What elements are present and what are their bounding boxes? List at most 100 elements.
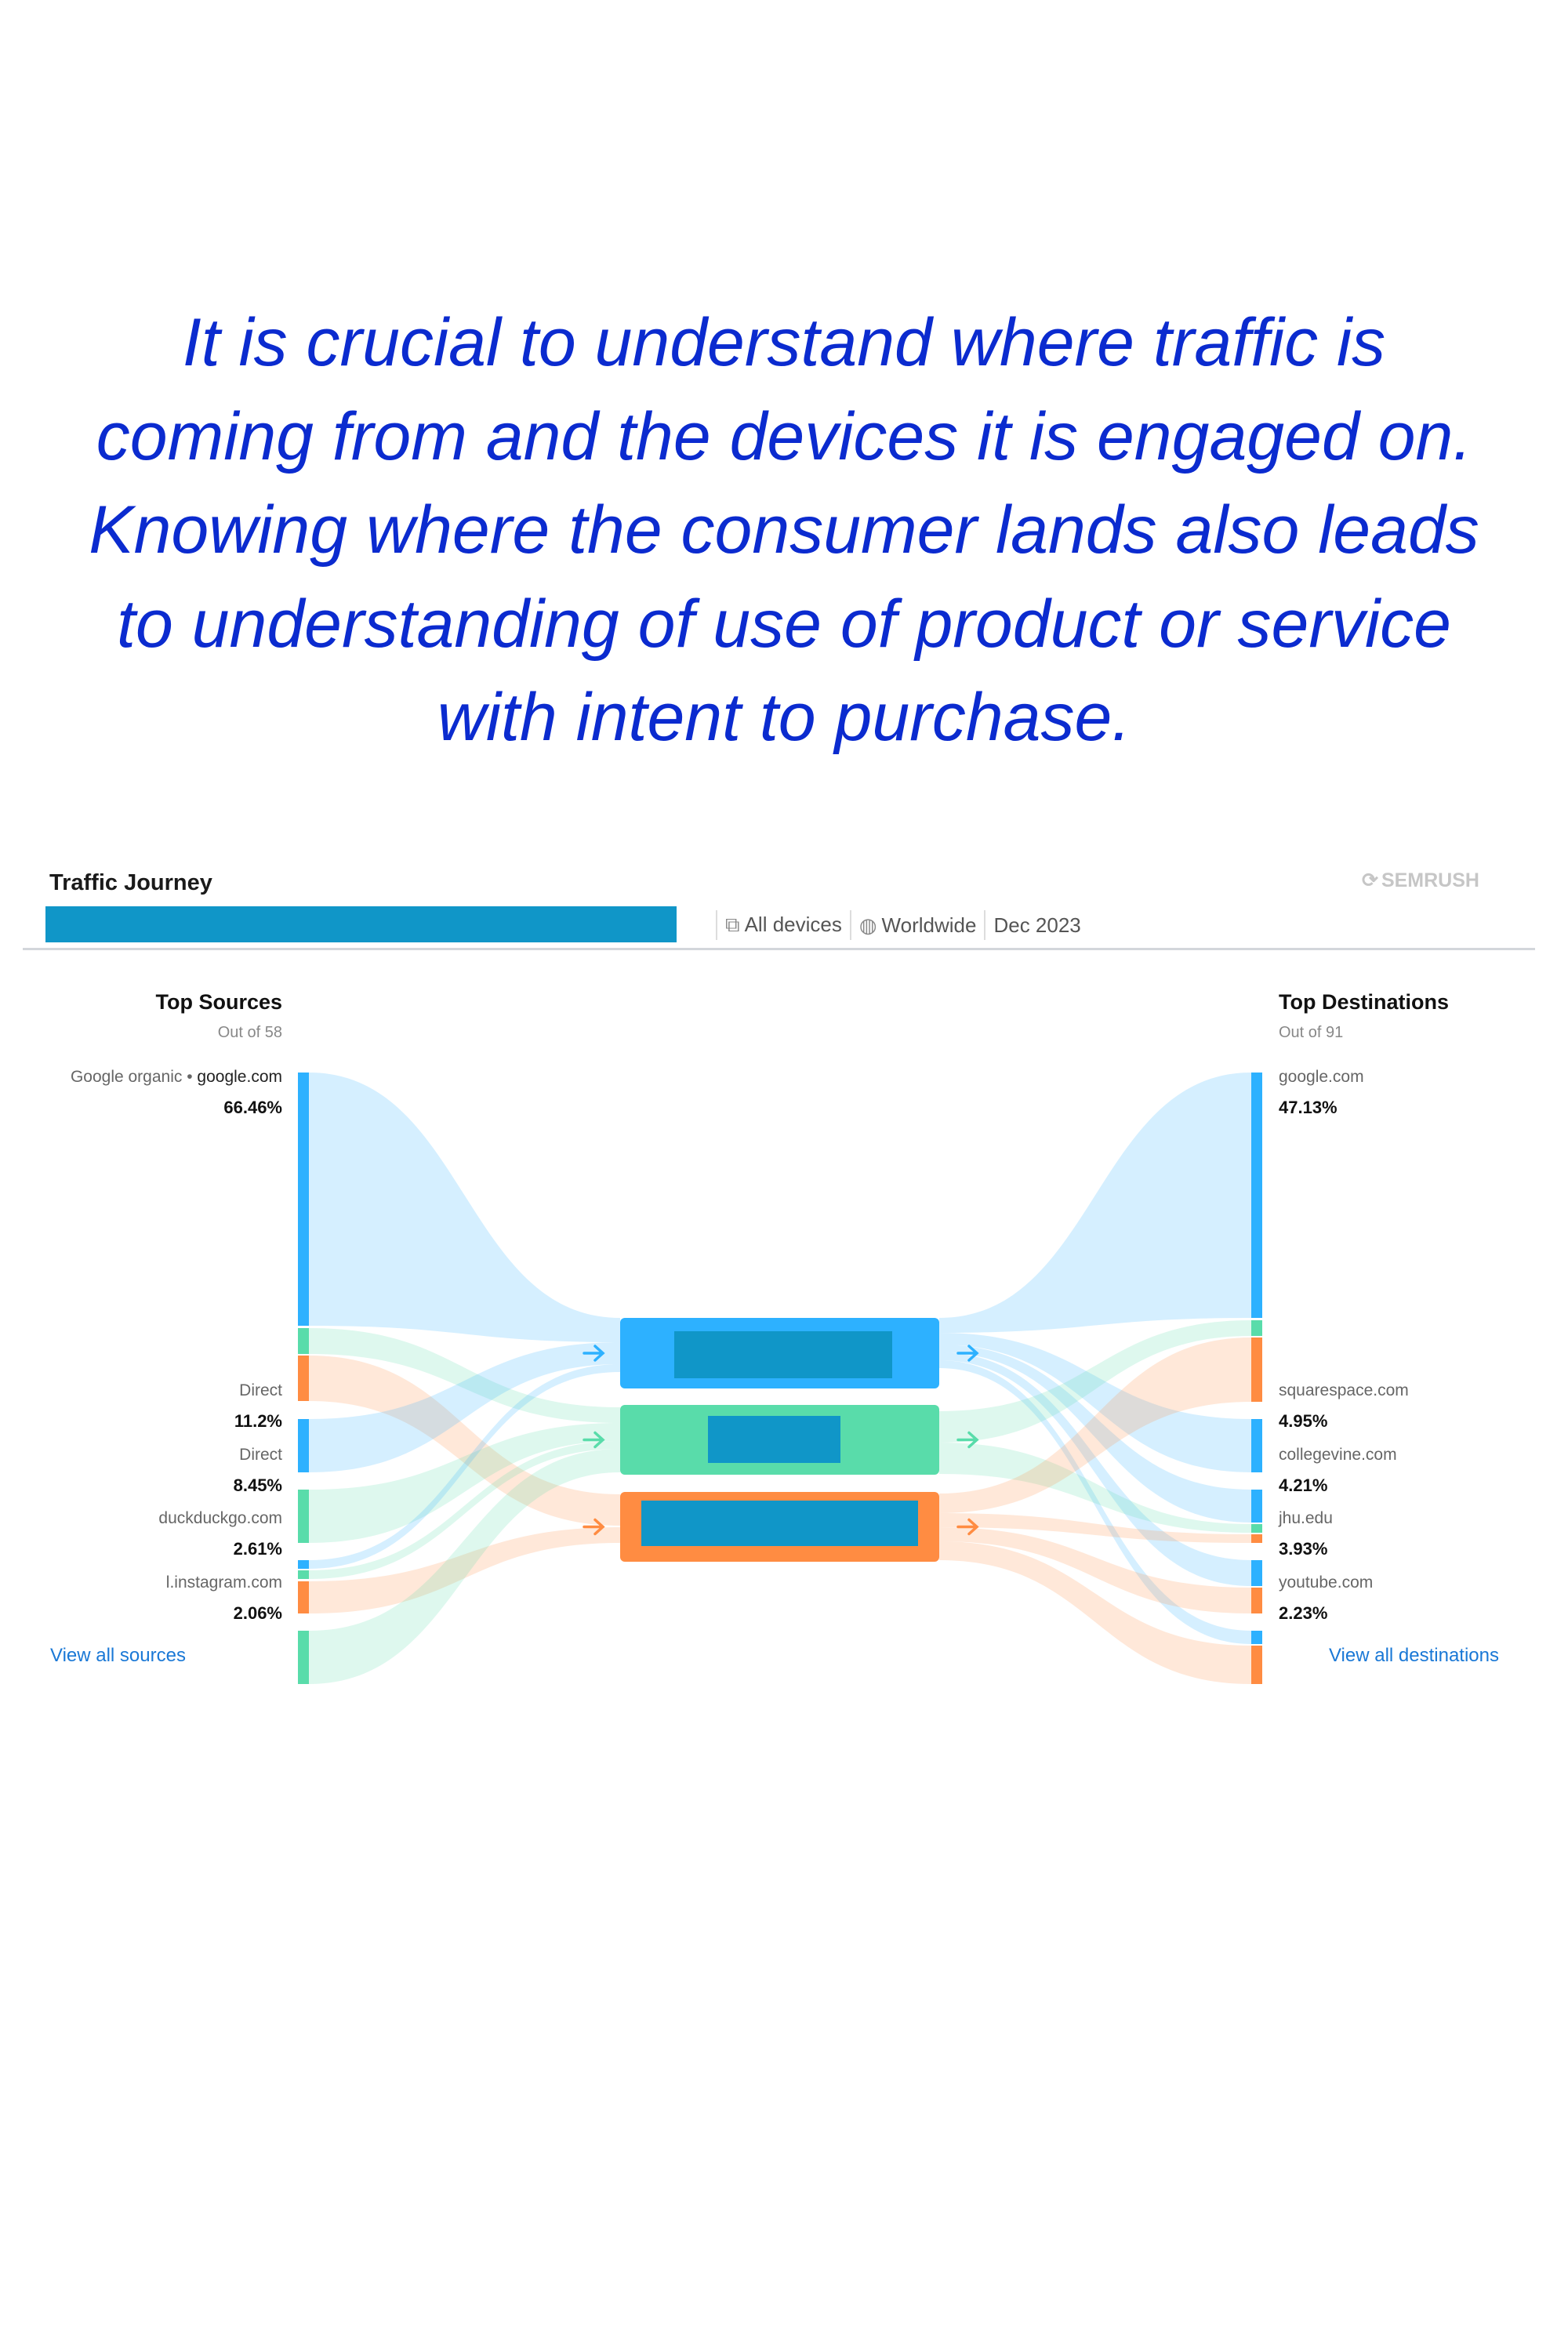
heading-line: with intent to purchase. xyxy=(437,680,1131,755)
destination-bar-segment xyxy=(1251,1338,1262,1402)
source-bar-segment xyxy=(298,1560,309,1569)
destination-label[interactable]: google.com xyxy=(1279,1068,1364,1086)
source-label[interactable]: l.instagram.com xyxy=(165,1573,282,1592)
destination-label[interactable]: youtube.com xyxy=(1279,1573,1374,1592)
source-bar-segment xyxy=(298,1419,309,1472)
source-bar-segment xyxy=(298,1490,309,1543)
heading-line: It is crucial to understand where traffi… xyxy=(182,305,1386,380)
source-label[interactable]: duckduckgo.com xyxy=(158,1509,282,1527)
flow-ribbon xyxy=(939,1360,1251,1644)
destinations-title: Top Destinations xyxy=(1279,990,1450,1014)
destination-bar-segment xyxy=(1251,1534,1262,1543)
divider xyxy=(23,948,1535,950)
arrow-right-icon xyxy=(583,1518,605,1536)
heading-line: coming from and the devices it is engage… xyxy=(96,398,1472,474)
destination-bar-segment xyxy=(1251,1646,1262,1684)
flow-ribbon xyxy=(309,1364,620,1569)
destination-pct: 4.95% xyxy=(1279,1411,1328,1431)
redacted-device-label xyxy=(708,1416,840,1463)
source-bar-segment xyxy=(298,1631,309,1684)
flow-ribbon xyxy=(939,1345,1251,1523)
flow-ribbon xyxy=(939,1513,1251,1543)
flow-ribbon xyxy=(939,1352,1251,1586)
source-type: Google organic xyxy=(70,1068,183,1086)
flow-ribbon xyxy=(939,1541,1251,1684)
globe-icon: ◍ xyxy=(858,913,877,937)
flow-ribbon xyxy=(309,1342,620,1472)
destination-bar-segment xyxy=(1251,1073,1262,1318)
destination-label[interactable]: collegevine.com xyxy=(1279,1446,1397,1464)
devices-label: All devices xyxy=(744,913,842,936)
widget-title: Traffic Journey xyxy=(49,870,212,895)
flow-ribbon xyxy=(939,1073,1251,1333)
source-pct: 2.61% xyxy=(233,1539,282,1559)
destination-label[interactable]: squarespace.com xyxy=(1279,1381,1409,1399)
flow-ribbon xyxy=(309,1441,620,1579)
flow-ribbon xyxy=(309,1449,620,1684)
destination-bar-segment xyxy=(1251,1419,1262,1472)
source-label[interactable]: Direct xyxy=(239,1446,282,1464)
filter-bar: ⧉All devices ◍Worldwide Dec 2023 xyxy=(708,909,1081,941)
flow-ribbon xyxy=(309,1356,620,1526)
flow-ribbon xyxy=(939,1320,1251,1443)
date-label: Dec 2023 xyxy=(993,913,1081,937)
flow-ribbon xyxy=(939,1443,1251,1533)
divider xyxy=(849,910,851,940)
sources-subtitle: Out of 58 xyxy=(217,1024,282,1041)
destination-bar-segment xyxy=(1251,1524,1262,1533)
intro-heading: It is crucial to understand where traffi… xyxy=(0,296,1568,765)
view-all-destinations-link[interactable]: View all destinations xyxy=(1328,1645,1499,1666)
arrow-right-icon xyxy=(956,1345,979,1362)
destinations-subtitle: Out of 91 xyxy=(1279,1024,1344,1041)
arrow-right-icon xyxy=(956,1518,979,1536)
destination-bar-segment xyxy=(1251,1320,1262,1336)
semrush-logo-icon: ⟳ xyxy=(1362,869,1378,891)
flow-ribbon xyxy=(309,1328,620,1423)
source-pct: 8.45% xyxy=(233,1475,282,1495)
flow-ribbon xyxy=(309,1073,620,1342)
flow-ribbon xyxy=(939,1333,1251,1472)
heading-line: to understanding of use of product or se… xyxy=(117,586,1451,662)
flow-ribbon xyxy=(309,1423,620,1543)
devices-icon: ⧉ xyxy=(725,913,740,936)
destination-label[interactable]: jhu.edu xyxy=(1279,1509,1333,1527)
source-bar-segment xyxy=(298,1581,309,1613)
destination-bar-segment xyxy=(1251,1588,1262,1613)
arrow-right-icon xyxy=(583,1431,605,1449)
source-bar-segment xyxy=(298,1328,309,1354)
sources-title: Top Sources xyxy=(155,990,282,1014)
destination-pct: 3.93% xyxy=(1279,1539,1328,1559)
destination-pct: 2.23% xyxy=(1279,1603,1328,1623)
brand-text: SEMRUSH xyxy=(1381,869,1479,891)
source-pct: 2.06% xyxy=(233,1603,282,1623)
source-bar-segment xyxy=(298,1073,309,1326)
divider xyxy=(716,910,717,940)
destination-pct: 47.13% xyxy=(1279,1098,1338,1117)
region-filter[interactable]: ◍Worldwide xyxy=(859,913,977,938)
heading-line: Knowing where the consumer lands also le… xyxy=(89,492,1479,568)
arrow-right-icon xyxy=(583,1345,605,1362)
arrow-right-icon xyxy=(956,1431,979,1449)
source-name: google.com xyxy=(197,1068,282,1086)
source-bar-segment xyxy=(298,1570,309,1579)
date-filter[interactable]: Dec 2023 xyxy=(993,913,1080,938)
divider xyxy=(984,910,986,940)
redacted-device-label xyxy=(674,1331,892,1378)
source-label[interactable]: Google organic • google.com xyxy=(70,1068,282,1086)
flow-ribbon xyxy=(939,1527,1251,1613)
destination-pct: 4.21% xyxy=(1279,1475,1328,1495)
redacted-device-label xyxy=(641,1501,918,1546)
region-label: Worldwide xyxy=(881,913,977,937)
destination-bar-segment xyxy=(1251,1490,1262,1523)
flow-ribbon xyxy=(939,1338,1251,1513)
source-label[interactable]: Direct xyxy=(239,1381,282,1399)
view-all-sources-link[interactable]: View all sources xyxy=(50,1645,186,1666)
source-bar-segment xyxy=(298,1356,309,1401)
devices-filter[interactable]: ⧉All devices xyxy=(725,913,842,938)
flow-ribbon xyxy=(309,1527,620,1613)
source-pct: 66.46% xyxy=(223,1098,282,1117)
destination-bar-segment xyxy=(1251,1560,1262,1586)
destination-bar-segment xyxy=(1251,1631,1262,1644)
redacted-domain-bar xyxy=(45,906,677,942)
